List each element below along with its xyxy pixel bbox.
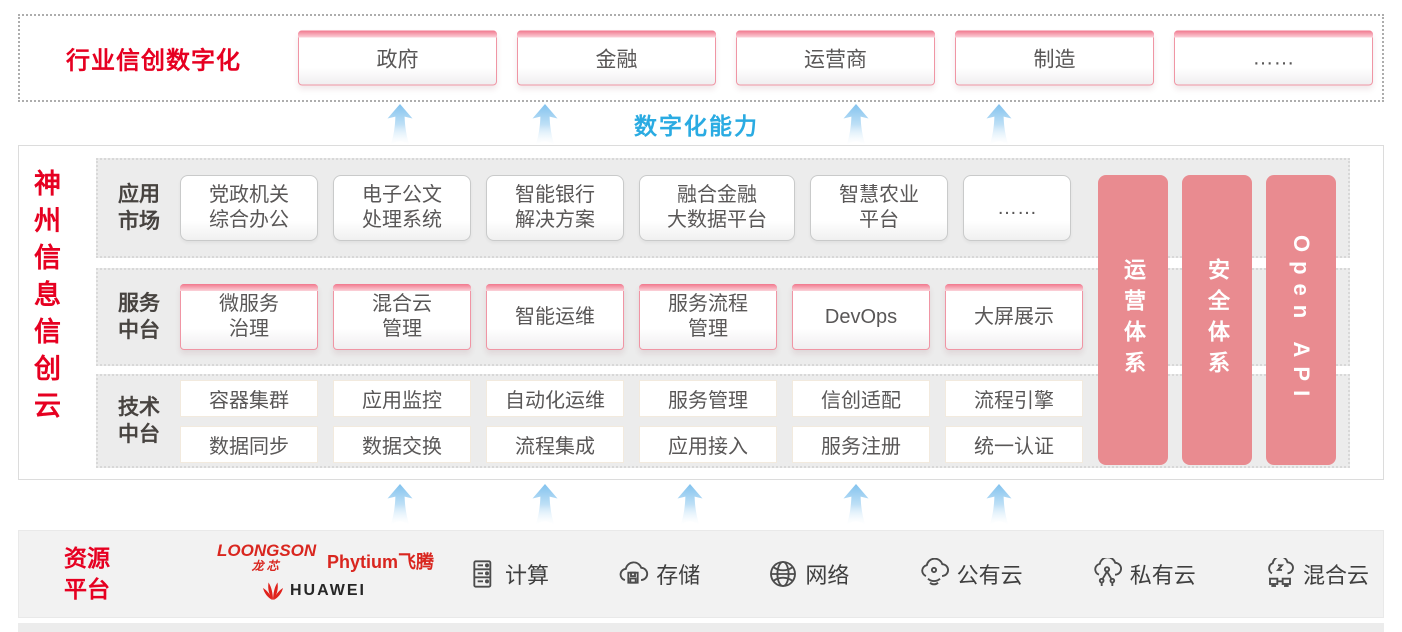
up-arrow-icon <box>387 104 413 146</box>
app-box-smart-agriculture: 智慧农业 平台 <box>810 175 948 241</box>
resource-item-list: 计算 存储 网络 <box>467 531 1369 617</box>
tech-box-process-engine: 流程引擎 <box>945 379 1083 417</box>
huawei-wordmark: HUAWEI <box>290 582 366 599</box>
tech-box-data-exchange: 数据交换 <box>333 425 471 463</box>
network-icon <box>770 561 797 587</box>
tech-label: 技术 中台 <box>118 395 160 446</box>
tech-items: 容器集群 应用监控 自动化运维 服务管理 信创适配 流程引擎 数据同步 数据交换… <box>180 379 1083 463</box>
resource-item-label: 公有云 <box>956 563 1023 588</box>
app-market-label: 应用 市场 <box>118 182 160 233</box>
service-box-big-screen: 大屏展示 <box>945 284 1083 350</box>
pillar-security-system: 安全体系 <box>1182 175 1252 465</box>
service-label: 服务 中台 <box>118 291 160 342</box>
up-arrow-icon <box>387 484 413 526</box>
tech-box-auto-ops: 自动化运维 <box>486 379 624 417</box>
resource-item-label: 私有云 <box>1129 563 1196 588</box>
pillar-open-api: Open API <box>1266 175 1336 465</box>
resource-item-label: 存储 <box>656 563 701 588</box>
tech-box-service-registry: 服务注册 <box>792 425 930 463</box>
app-box-finance-bigdata: 融合金融 大数据平台 <box>639 175 795 241</box>
pillar-operation-system: 运营体系 <box>1098 175 1168 465</box>
industry-box-more: …… <box>1174 30 1373 86</box>
tech-box-unified-auth: 统一认证 <box>945 425 1083 463</box>
resource-band: 资源 平台 LOONGSON 龙芯 Phytium飞腾 HUAWEI <box>18 530 1384 618</box>
app-box-party-gov-office: 党政机关 综合办公 <box>180 175 318 241</box>
storage-icon <box>619 561 649 584</box>
huawei-flower-icon <box>263 582 283 600</box>
resource-item-public-cloud: 公有云 <box>917 558 1023 590</box>
service-box-devops: DevOps <box>792 284 930 350</box>
industry-box-government: 政府 <box>298 30 497 86</box>
industry-box-operator: 运营商 <box>736 30 935 86</box>
up-arrow-icon <box>677 484 703 526</box>
tech-box-container-cluster: 容器集群 <box>180 379 318 417</box>
resource-item-hybrid-cloud: 混合云 <box>1263 558 1369 590</box>
tech-box-process-integration: 流程集成 <box>486 425 624 463</box>
compute-icon <box>473 560 492 588</box>
capability-label: 数字化能力 <box>634 113 759 139</box>
service-items: 微服务 治理 混合云 管理 智能运维 服务流程 管理 DevOps 大屏展示 <box>180 284 1083 350</box>
resource-item-network: 网络 <box>767 558 849 590</box>
up-arrow-icon <box>986 104 1012 146</box>
tech-box-data-sync: 数据同步 <box>180 425 318 463</box>
platform-title: 神州信息信创云 <box>30 169 60 428</box>
tech-box-service-mgmt: 服务管理 <box>639 379 777 417</box>
service-box-service-flow: 服务流程 管理 <box>639 284 777 350</box>
industry-box-list: 政府 金融 运营商 制造 …… <box>298 30 1373 86</box>
resource-item-label: 网络 <box>805 563 850 588</box>
bottom-divider <box>18 623 1384 632</box>
private-cloud-icon <box>1094 558 1122 586</box>
loongson-logo: LOONGSON 龙芯 <box>217 542 316 572</box>
up-arrow-icon <box>532 484 558 526</box>
public-cloud-icon <box>920 558 949 586</box>
app-market-items: 党政机关 综合办公 电子公文 处理系统 智能银行 解决方案 融合金融 大数据平台… <box>180 175 1071 241</box>
loongson-cn-wordmark: 龙芯 <box>251 558 282 573</box>
service-box-hybrid-cloud-mgmt: 混合云 管理 <box>333 284 471 350</box>
resource-item-private-cloud: 私有云 <box>1090 558 1196 590</box>
tech-box-xinchuang-adapt: 信创适配 <box>792 379 930 417</box>
resource-item-storage: 存储 <box>616 558 700 590</box>
industry-band: 行业信创数字化 政府 金融 运营商 制造 …… <box>18 14 1384 102</box>
loongson-wordmark: LOONGSON <box>217 541 317 560</box>
resource-item-label: 计算 <box>505 563 550 588</box>
service-box-microservice: 微服务 治理 <box>180 284 318 350</box>
up-arrow-icon <box>843 104 869 146</box>
resource-item-compute: 计算 <box>467 558 549 590</box>
hybrid-cloud-icon <box>1268 558 1294 587</box>
tech-box-app-access: 应用接入 <box>639 425 777 463</box>
up-arrow-icon <box>843 484 869 526</box>
up-arrow-icon <box>986 484 1012 526</box>
app-market-band: 应用 市场 党政机关 综合办公 电子公文 处理系统 智能银行 解决方案 融合金融… <box>96 158 1350 258</box>
resource-item-label: 混合云 <box>1302 563 1369 588</box>
app-box-more: …… <box>963 175 1071 241</box>
huawei-logo: HUAWEI <box>262 581 366 601</box>
phytium-logo: Phytium飞腾 <box>327 552 435 572</box>
tech-box-app-monitoring: 应用监控 <box>333 379 471 417</box>
industry-box-finance: 金融 <box>517 30 716 86</box>
industry-box-manufacturing: 制造 <box>955 30 1154 86</box>
service-box-aiops: 智能运维 <box>486 284 624 350</box>
up-arrow-icon <box>532 104 558 146</box>
resource-band-title: 资源 平台 <box>64 544 110 602</box>
app-box-edoc-system: 电子公文 处理系统 <box>333 175 471 241</box>
industry-band-title: 行业信创数字化 <box>66 47 241 75</box>
app-box-smart-banking: 智能银行 解决方案 <box>486 175 624 241</box>
